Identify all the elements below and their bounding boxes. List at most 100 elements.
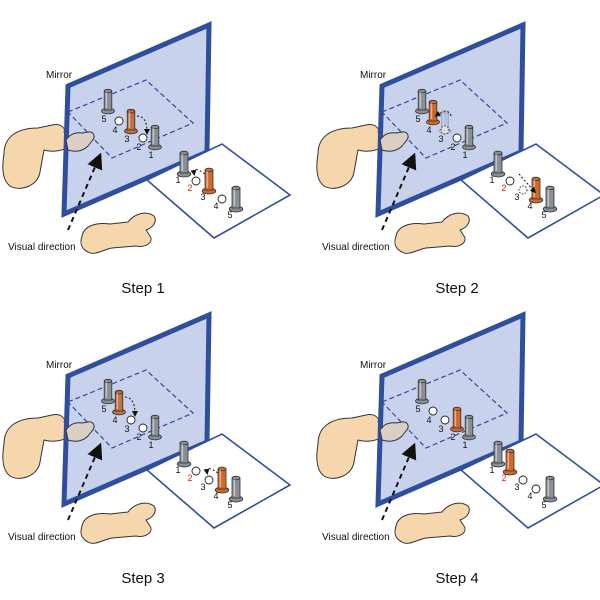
board-number-1: 1 bbox=[489, 175, 494, 185]
mirror-peg-5 bbox=[415, 378, 429, 405]
mirror-number-2: 2 bbox=[450, 432, 455, 442]
mirror-dashed-area bbox=[66, 79, 195, 159]
reflected-hand bbox=[379, 421, 409, 442]
board-number-3: 3 bbox=[200, 192, 205, 202]
mirror-number-3: 3 bbox=[438, 424, 443, 434]
mirror-dashed-area bbox=[380, 369, 509, 449]
reflected-hand bbox=[65, 131, 95, 152]
visual-direction-arrow bbox=[381, 152, 417, 231]
visual-direction-label: Visual direction bbox=[322, 532, 390, 543]
board-peg-1 bbox=[490, 150, 506, 178]
step-label: Step 1 bbox=[121, 280, 164, 297]
board-number-4: 4 bbox=[213, 491, 218, 501]
mirror-number-3: 3 bbox=[438, 134, 443, 144]
mirror-hole-2 bbox=[138, 133, 148, 143]
board-number-1: 1 bbox=[489, 465, 494, 475]
mirror-number-4: 4 bbox=[426, 125, 431, 135]
mirror-label: Mirror bbox=[46, 360, 73, 371]
mirror-number-3: 3 bbox=[124, 424, 129, 434]
visual-direction-label: Visual direction bbox=[8, 532, 76, 543]
visual-direction-label: Visual direction bbox=[8, 242, 76, 253]
mirror-number-2: 2 bbox=[136, 432, 141, 442]
mirror-number-1: 1 bbox=[462, 440, 467, 450]
mirror-number-3: 3 bbox=[124, 134, 129, 144]
board-peg-3 bbox=[201, 167, 217, 195]
mirror-number-5: 5 bbox=[415, 114, 420, 124]
right-arm bbox=[80, 212, 156, 254]
reflected-hand bbox=[379, 131, 409, 152]
board-peg-1 bbox=[490, 440, 506, 468]
board-number-1: 1 bbox=[175, 465, 180, 475]
mirror-peg-2 bbox=[450, 406, 464, 433]
mirror-label: Mirror bbox=[46, 70, 73, 81]
right-arm bbox=[394, 502, 470, 544]
board-number-5: 5 bbox=[227, 210, 232, 220]
mirror-peg-1 bbox=[462, 414, 476, 441]
mirror-peg-1 bbox=[148, 414, 162, 441]
mirror-number-2: 2 bbox=[450, 142, 455, 152]
board-number-3: 3 bbox=[514, 482, 519, 492]
visual-direction-arrow bbox=[67, 442, 103, 521]
board-number-2: 2 bbox=[501, 473, 506, 483]
board-hole-4 bbox=[531, 484, 541, 494]
board-number-4: 4 bbox=[527, 491, 532, 501]
mirror-number-1: 1 bbox=[462, 150, 467, 160]
mirror-number-1: 1 bbox=[148, 150, 153, 160]
mirror-hole-4 bbox=[114, 116, 124, 126]
right-arm bbox=[394, 212, 470, 254]
mirror-number-1: 1 bbox=[148, 440, 153, 450]
mirror-peg-1 bbox=[462, 124, 476, 151]
board-number-4: 4 bbox=[213, 201, 218, 211]
board-number-3: 3 bbox=[200, 482, 205, 492]
board-peg-4 bbox=[214, 466, 230, 494]
board-peg-5 bbox=[542, 185, 558, 213]
mirror-ghost-peg bbox=[124, 109, 138, 135]
mirror-peg-4 bbox=[112, 389, 126, 416]
mirror-hole-3 bbox=[440, 125, 450, 135]
step-label: Step 2 bbox=[435, 280, 478, 297]
mirror-number-4: 4 bbox=[112, 125, 117, 135]
board-move-arrow bbox=[518, 173, 536, 194]
mirror-dashed-area bbox=[66, 369, 195, 449]
board-hole-2 bbox=[505, 176, 515, 186]
mirror-number-2: 2 bbox=[136, 142, 141, 152]
mirror-move-arrow bbox=[124, 396, 138, 417]
board-peg-5 bbox=[228, 185, 244, 213]
mirror-peg-3 bbox=[124, 108, 138, 135]
board-number-2: 2 bbox=[187, 183, 192, 193]
board-number-5: 5 bbox=[541, 500, 546, 510]
board-number-2: 2 bbox=[501, 183, 506, 193]
mirror-number-5: 5 bbox=[415, 404, 420, 414]
mirror-label: Mirror bbox=[360, 70, 387, 81]
mirror-number-5: 5 bbox=[101, 404, 106, 414]
right-arm bbox=[80, 502, 156, 544]
mirror-peg-1 bbox=[148, 124, 162, 151]
board-peg-1 bbox=[176, 150, 192, 178]
visual-direction-arrow bbox=[67, 152, 103, 231]
mirror-hole-2 bbox=[138, 423, 148, 433]
mirror-number-5: 5 bbox=[101, 114, 106, 124]
board-peg-5 bbox=[542, 475, 558, 503]
mirror-peg-5 bbox=[101, 88, 115, 115]
mirror-hole-2 bbox=[452, 133, 462, 143]
step-label: Step 4 bbox=[435, 570, 478, 587]
board-number-2: 2 bbox=[187, 473, 192, 483]
mirror-ghost-peg bbox=[438, 109, 452, 135]
visual-direction-arrow bbox=[381, 442, 417, 521]
mirror-move-arrow bbox=[136, 115, 150, 135]
board-hole-2 bbox=[191, 176, 201, 186]
mirror-hole-3 bbox=[440, 415, 450, 425]
visual-direction-label: Visual direction bbox=[322, 242, 390, 253]
board-number-1: 1 bbox=[175, 175, 180, 185]
mirror-number-4: 4 bbox=[112, 415, 117, 425]
board-hole-3 bbox=[204, 475, 214, 485]
mirror-move-arrow bbox=[434, 110, 452, 117]
board-peg-2 bbox=[502, 448, 518, 476]
mirror-hole-4 bbox=[428, 406, 438, 416]
board-hole-2 bbox=[191, 466, 201, 476]
